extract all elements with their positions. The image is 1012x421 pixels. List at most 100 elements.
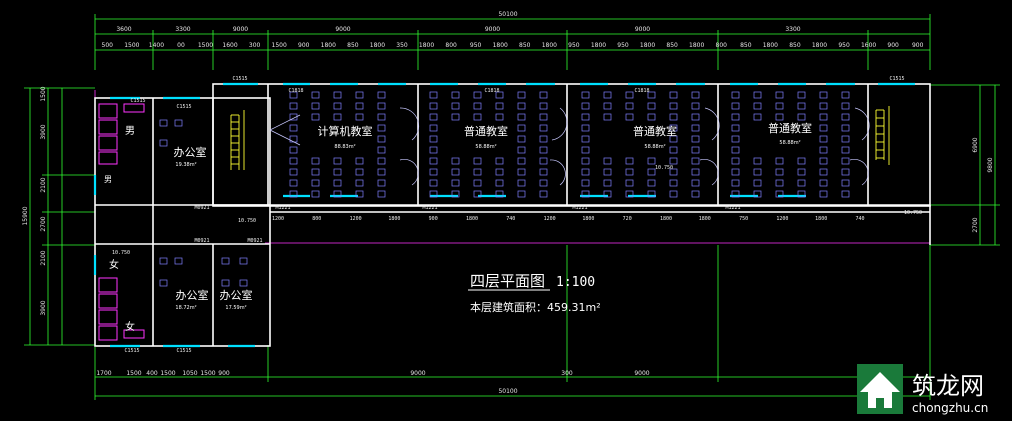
elevation-mark: 10.750 (655, 165, 673, 171)
desk (355, 157, 364, 165)
desk (775, 179, 784, 187)
top-dim-inner: 800 (445, 42, 457, 49)
top-dim-inner: 800 (716, 42, 728, 49)
desk (355, 91, 364, 99)
room-label-computer: 计算机教室 (318, 124, 373, 138)
top-dim-inner: 850 (789, 42, 801, 49)
desk (377, 135, 386, 143)
corridor-dim: 1800 (815, 216, 827, 222)
desk (495, 157, 504, 165)
desk (451, 190, 460, 198)
desk (289, 113, 298, 121)
desk (451, 179, 460, 187)
desk (451, 113, 460, 121)
desk (603, 190, 612, 198)
room-label-classroom-3: 普通教室 (768, 121, 812, 135)
desk (819, 91, 828, 99)
desk (289, 146, 298, 154)
desk (355, 179, 364, 187)
desk (691, 135, 700, 143)
desk (581, 135, 590, 143)
room-area-classroom-2: 58.88m² (644, 144, 665, 150)
desk (311, 102, 320, 110)
desk (841, 179, 850, 187)
desk (451, 91, 460, 99)
door-tag: M1221 (725, 205, 740, 211)
top-dim-outer: 9000 (335, 26, 350, 33)
desk (691, 102, 700, 110)
desk (539, 102, 548, 110)
desk (355, 102, 364, 110)
desk (581, 146, 590, 154)
desk (647, 157, 656, 165)
desk (669, 113, 678, 121)
total-width-top: 50100 (498, 11, 517, 18)
desk (539, 157, 548, 165)
desk (625, 102, 634, 110)
desk (289, 124, 298, 132)
desk (753, 91, 762, 99)
desk (775, 113, 784, 121)
top-dim-inner: 1800 (591, 42, 606, 49)
desk (797, 190, 806, 198)
desk (159, 119, 168, 127)
window-tag: C1818 (634, 88, 649, 94)
desk (539, 190, 548, 198)
room-label-office-1: 办公室 (174, 145, 207, 159)
desk (377, 190, 386, 198)
desk (539, 124, 548, 132)
corridor-dim: 750 (739, 216, 748, 222)
top-dim-inner: 1800 (640, 42, 655, 49)
corridor-dim: 900 (429, 216, 438, 222)
top-dim-inner: 900 (912, 42, 924, 49)
bottom-dim-inner: 9000 (634, 370, 649, 377)
desk (819, 179, 828, 187)
desk (691, 179, 700, 187)
desk (517, 102, 526, 110)
desk (841, 135, 850, 143)
desk (669, 124, 678, 132)
top-dim-inner: 1800 (370, 42, 385, 49)
desk (429, 190, 438, 198)
desk (841, 91, 850, 99)
desk (581, 168, 590, 176)
room-label-classroom-2: 普通教室 (633, 124, 677, 138)
watermark-logo (857, 364, 903, 414)
desk (311, 168, 320, 176)
desk (539, 168, 548, 176)
desk (753, 113, 762, 121)
top-dim-outer: 9000 (233, 26, 248, 33)
desk (495, 168, 504, 176)
window-tag: C1515 (232, 76, 247, 82)
top-dim-inner: 1800 (321, 42, 336, 49)
desk (517, 146, 526, 154)
desk (239, 257, 248, 265)
desk (473, 102, 482, 110)
top-dim-inner: 950 (470, 42, 482, 49)
desk (731, 190, 740, 198)
desk (429, 146, 438, 154)
desk (625, 113, 634, 121)
floor-area: 本层建筑面积：459.31m² (470, 300, 601, 314)
top-dim-inner: 1500 (198, 42, 213, 49)
desk (819, 135, 828, 143)
top-dim-outer: 3600 (116, 26, 131, 33)
top-dim-inner: 850 (347, 42, 359, 49)
desk (731, 146, 740, 154)
desk (603, 113, 612, 121)
desk (691, 124, 700, 132)
desk (819, 113, 828, 121)
desk (377, 124, 386, 132)
door-tag: M0921 (194, 205, 209, 211)
window-tag: C1515 (124, 348, 139, 354)
corridor-dim: 1200 (272, 216, 284, 222)
window-tag: C1515 (130, 98, 145, 104)
left-dim: 2100 (40, 250, 47, 265)
window-tag: C1515 (176, 104, 191, 110)
desk (775, 102, 784, 110)
room-area-office-2: 18.72m² (175, 305, 196, 311)
window-tag: C1515 (889, 76, 904, 82)
top-dim-inner: 950 (568, 42, 580, 49)
